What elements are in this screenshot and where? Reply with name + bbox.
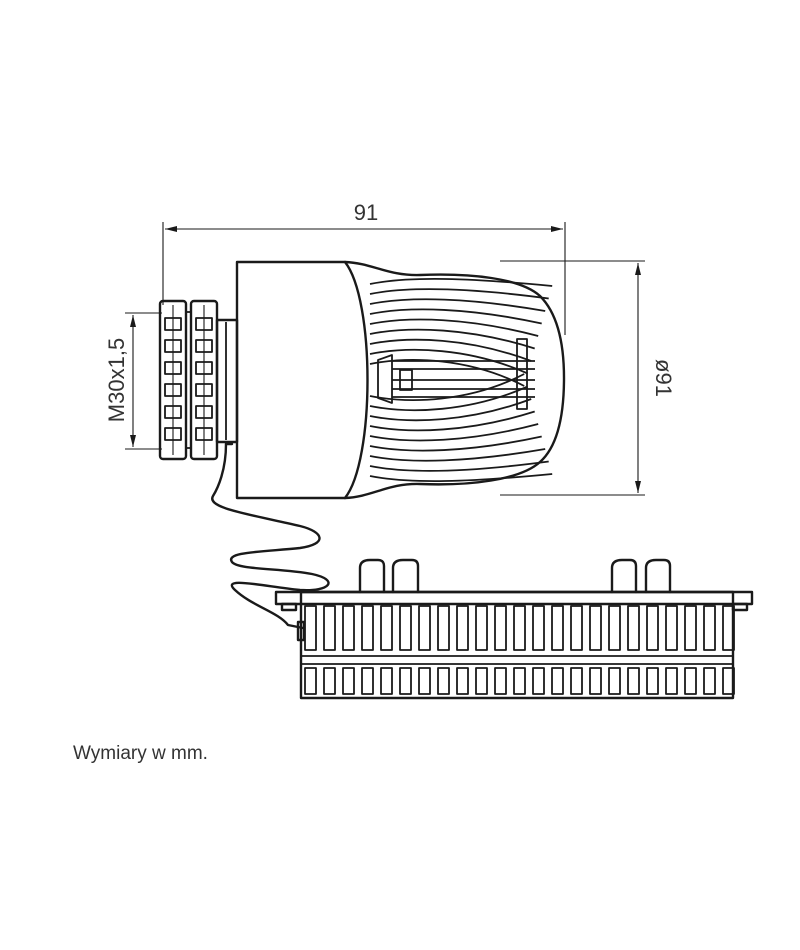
units-caption: Wymiary w mm.	[73, 743, 208, 764]
sensor-flange	[274, 590, 754, 606]
capillary-tube	[211, 442, 330, 630]
head-body	[235, 260, 566, 500]
knurled-nut	[158, 299, 219, 461]
thread-label: M30x1,5	[104, 338, 129, 422]
mounting-clips	[358, 558, 672, 594]
sensor-body	[299, 590, 735, 700]
length-label: 91	[354, 200, 378, 225]
thermostatic-head	[158, 260, 566, 500]
head-core	[377, 338, 535, 410]
remote-sensor	[274, 558, 754, 700]
diameter-label: ø91	[651, 359, 676, 397]
thread-dimension: M30x1,5	[104, 312, 162, 450]
diameter-dimension: ø91	[500, 260, 676, 496]
neck	[215, 318, 239, 444]
length-dimension: 91	[162, 200, 566, 335]
